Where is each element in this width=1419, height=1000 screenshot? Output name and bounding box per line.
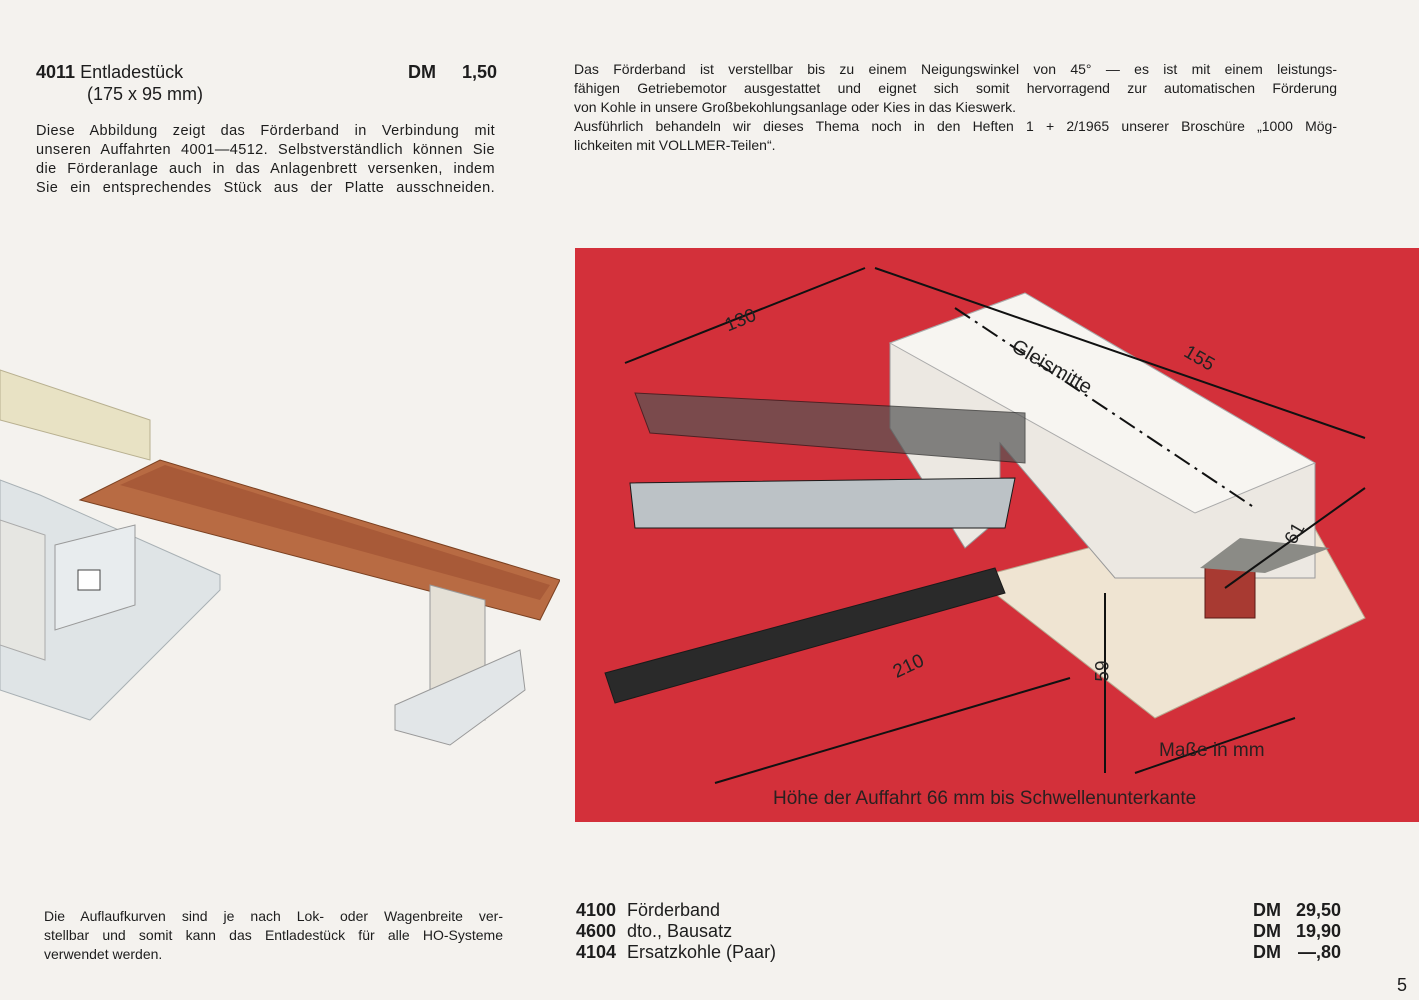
- bottom-left-note: Die Auflaufkurven sind je nach Lok- oder…: [44, 907, 503, 964]
- price-number: 4100: [576, 900, 617, 920]
- price-value: 19,90: [1295, 921, 1341, 941]
- price-value: —,80: [1297, 942, 1341, 962]
- price-currency: DM: [1253, 942, 1281, 962]
- price-name: dto., Bausatz: [627, 921, 733, 941]
- price-row: 4104 Ersatzkohle (Paar) DM —,80: [576, 942, 1341, 963]
- price-currency: DM: [1253, 900, 1281, 920]
- item-price: 1,50: [462, 62, 498, 82]
- price-number: 4104: [576, 942, 617, 962]
- text-line: Sie ein entsprechendes Stück aus der Pla…: [36, 180, 495, 196]
- item-size: (175 x 95 mm): [87, 84, 204, 104]
- conveyor-diagram: 130 155 61 59 210 Gleismitte Maße in mm …: [575, 248, 1419, 822]
- text-line: Diese Abbildung zeigt das Förderband in …: [36, 123, 495, 139]
- left-description: Diese Abbildung zeigt das Förderband in …: [36, 122, 495, 198]
- price-row: 4600 dto., Bausatz DM 19,90: [576, 921, 1341, 942]
- text-line: Die Auflaufkurven sind je nach Lok- oder…: [44, 908, 503, 924]
- item-name: Entladestück: [80, 62, 184, 82]
- text-line: die Förderanlage auch in das Anlagenbret…: [36, 161, 495, 177]
- dimension-59: 59: [1092, 660, 1114, 682]
- text-line: Ausführlich behandeln wir dieses Thema n…: [574, 118, 1337, 134]
- price-number: 4600: [576, 921, 617, 941]
- text-line: von Kohle in unsere Großbekohlungsanlage…: [574, 99, 1017, 115]
- item-currency: DM: [408, 62, 436, 82]
- text-line: lichkeiten mit VOLLMER-Teilen“.: [574, 137, 776, 153]
- text-line: fähigen Getriebemotor ausgestattet und e…: [574, 80, 1337, 96]
- price-value: 29,50: [1295, 900, 1341, 920]
- ramp-illustration: [0, 369, 560, 746]
- price-currency: DM: [1253, 921, 1281, 941]
- diagram-caption: Höhe der Auffahrt 66 mm bis Schwellenunt…: [773, 788, 1197, 809]
- text-line: unseren Auffahrten 4001—4512. Selbstvers…: [36, 142, 495, 158]
- conveyor-drawing: [604, 267, 1366, 784]
- text-line: verwendet werden.: [44, 946, 163, 962]
- text-line: Das Förderband ist verstellbar bis zu ei…: [574, 61, 1337, 77]
- price-row: 4100 Förderband DM 29,50: [576, 900, 1341, 921]
- item-header: 4011 Entladestück: [36, 62, 183, 83]
- item-number: 4011: [36, 62, 76, 82]
- right-description: Das Förderband ist verstellbar bis zu ei…: [574, 60, 1337, 155]
- text-line: stellbar und somit kann das Entladestück…: [44, 927, 503, 943]
- units-label: Maße in mm: [1159, 740, 1265, 761]
- page-number: 5: [1397, 975, 1408, 995]
- price-name: Ersatzkohle (Paar): [627, 942, 777, 962]
- price-name: Förderband: [627, 900, 721, 920]
- price-list: 4100 Förderband DM 29,50 4600 dto., Baus…: [576, 900, 1341, 963]
